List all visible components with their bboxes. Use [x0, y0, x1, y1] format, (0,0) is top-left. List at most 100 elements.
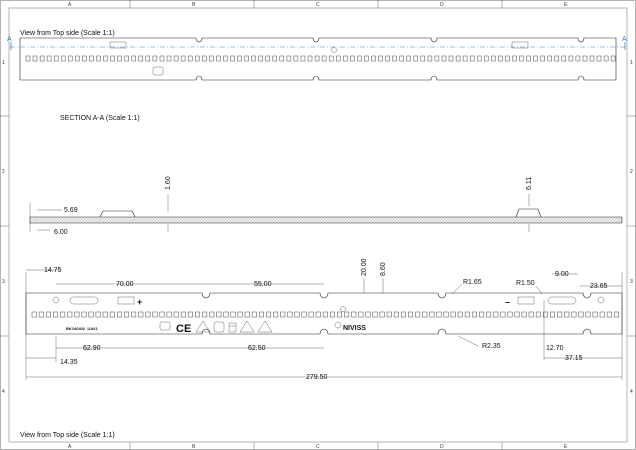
led-pad — [561, 55, 567, 62]
led-pad — [364, 55, 369, 62]
hatch-line — [47, 216, 55, 224]
hatch-line — [359, 216, 367, 224]
col-label-c-bottom: C — [316, 444, 320, 450]
hatch-line — [113, 216, 121, 224]
hatch-line — [317, 216, 325, 224]
hatch-line — [551, 216, 559, 224]
hatch-line — [53, 216, 61, 224]
led-pad — [230, 55, 235, 62]
led-pad — [542, 311, 548, 318]
hatch-line — [344, 216, 352, 224]
dim-62-50: 62.50 — [248, 345, 266, 352]
hatch-line — [95, 216, 103, 224]
hatch-line — [371, 216, 379, 224]
hatch-line — [380, 216, 388, 224]
hatch-line — [392, 216, 400, 224]
led-pad — [350, 55, 355, 62]
col-label-c: C — [316, 2, 320, 8]
led-pad — [314, 55, 320, 62]
hatch-line — [263, 216, 271, 224]
hatch-line — [485, 216, 493, 224]
hatch-line — [362, 216, 370, 224]
hatch-line — [437, 216, 445, 224]
hatch-line — [215, 216, 223, 224]
hatch-line — [185, 216, 193, 224]
led-pad — [68, 55, 73, 62]
led-pad — [145, 311, 151, 318]
led-pad — [38, 311, 44, 318]
hatch-line — [476, 216, 484, 224]
led-pad — [434, 55, 440, 62]
led-pad — [265, 55, 270, 62]
led-pad — [32, 55, 38, 62]
hatch-line — [281, 216, 289, 224]
led-pad — [308, 311, 314, 318]
hatch-line — [566, 216, 574, 224]
hatch-line — [68, 216, 76, 224]
row-label-4-right: 4 — [630, 389, 633, 395]
hatch-line — [425, 216, 433, 224]
col-label-d: D — [440, 2, 444, 8]
hatch-line — [458, 216, 466, 224]
hatch-line — [443, 216, 451, 224]
hatch-line — [413, 216, 421, 224]
hatch-line — [488, 216, 496, 224]
hatch-line — [407, 216, 415, 224]
hatch-line — [398, 216, 406, 224]
led-pad — [420, 55, 426, 62]
column-grid: A B C D E A B C D E — [68, 0, 568, 450]
dim-9-00: 9.00 — [555, 271, 569, 278]
led-pad — [124, 311, 130, 318]
ce-mark: CE — [176, 323, 191, 335]
led-pad — [329, 311, 335, 318]
led-pad — [209, 55, 214, 62]
dim-55-00: 55.00 — [254, 281, 272, 288]
led-pad — [287, 311, 293, 318]
hatch-line — [491, 216, 499, 224]
mounting-slot-left — [69, 296, 99, 305]
polarity-plus: + — [137, 297, 142, 307]
led-pad — [441, 55, 447, 62]
section-label: SECTION A-A (Scale 1:1) — [60, 115, 140, 122]
hatch-line — [125, 216, 133, 224]
led-pad — [53, 311, 59, 318]
hatch-line — [515, 216, 523, 224]
hatch-line — [524, 216, 532, 224]
led-pad — [599, 311, 605, 318]
hatch-line — [353, 216, 361, 224]
led-pad — [258, 55, 263, 62]
led-pad — [109, 311, 115, 318]
hatch-line — [410, 216, 418, 224]
recycle-bin-icon — [228, 322, 237, 333]
dim-left-offset: 5.69 — [64, 207, 78, 214]
led-pad — [535, 311, 541, 318]
led-pad — [194, 55, 200, 62]
led-pad — [159, 55, 165, 62]
hatch-line — [266, 216, 274, 224]
hatch-line — [269, 216, 277, 224]
hatch-line — [224, 216, 232, 224]
led-pad — [554, 55, 560, 62]
led-pad — [550, 311, 556, 318]
led-pad — [328, 55, 334, 62]
hatch-line — [176, 216, 184, 224]
led-pad — [45, 311, 51, 318]
hatch-line — [197, 216, 205, 224]
hatch-line — [32, 216, 40, 224]
led-pad — [344, 311, 350, 318]
led-pad — [471, 311, 477, 318]
hatch-line — [404, 216, 412, 224]
led-pad — [315, 311, 321, 318]
led-pad — [393, 311, 399, 318]
plan-led-row — [31, 311, 619, 318]
led-pad — [300, 55, 306, 62]
hatch-line — [572, 216, 580, 224]
hatch-line — [107, 216, 115, 224]
led-pad — [124, 55, 129, 62]
section-marker-left: A — [7, 36, 12, 43]
led-pad — [67, 311, 73, 318]
top-component-box — [152, 66, 164, 76]
hatch-line — [119, 216, 127, 224]
hatch-line — [59, 216, 67, 224]
